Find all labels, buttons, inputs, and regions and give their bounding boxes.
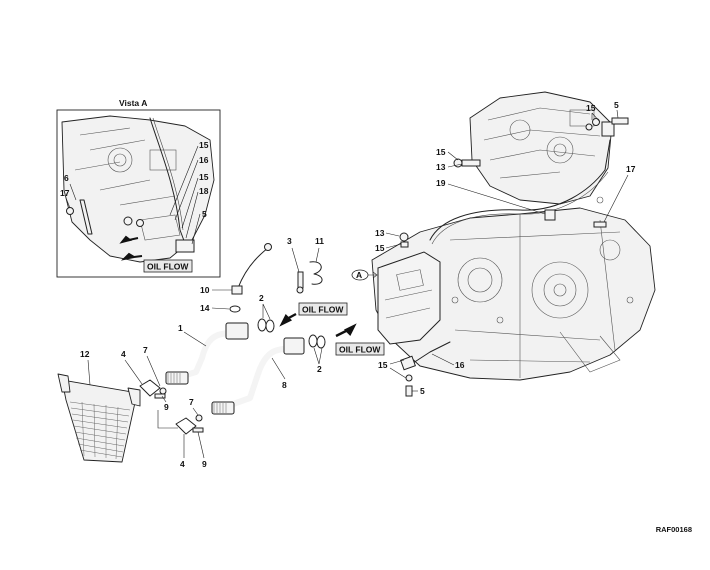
pipe-1 bbox=[165, 322, 249, 385]
engine-oil-hose bbox=[429, 139, 611, 241]
callout-7a: 7 bbox=[143, 345, 148, 355]
drawing-code: RAF00168 bbox=[655, 525, 692, 534]
bracket-left bbox=[139, 379, 161, 397]
oil-cooler bbox=[57, 373, 141, 463]
inset-callout-18: 18 bbox=[199, 186, 209, 196]
callout-11: 11 bbox=[315, 236, 324, 246]
callout-14: 14 bbox=[200, 303, 210, 313]
callout-13a: 13 bbox=[375, 228, 385, 238]
callout-17: 17 bbox=[626, 164, 636, 174]
inset-callout-16: 16 bbox=[199, 155, 209, 165]
inset-union-fitting bbox=[175, 239, 195, 253]
inset-arrow-2 bbox=[120, 252, 143, 261]
part-10-fitting bbox=[231, 285, 243, 295]
callout-7b: 7 bbox=[189, 397, 194, 407]
inset-title: Vista A bbox=[119, 98, 147, 108]
hose-clamp bbox=[544, 209, 556, 221]
callout-15-top: 15 bbox=[586, 103, 596, 113]
callout-8: 8 bbox=[282, 380, 287, 390]
callout-19: 19 bbox=[436, 178, 446, 188]
inset-oil-flow-box bbox=[143, 259, 193, 273]
callout-3: 3 bbox=[287, 236, 292, 246]
callout-13b: 13 bbox=[436, 162, 446, 172]
inset-callout-17: 17 bbox=[60, 188, 70, 198]
callout-15a: 15 bbox=[375, 243, 385, 253]
callout-2b: 2 bbox=[317, 364, 322, 374]
callout-5-top: 5 bbox=[614, 100, 619, 110]
inset-callout-15: 15 bbox=[199, 140, 209, 150]
top-bolt bbox=[611, 117, 629, 125]
part-11-clip bbox=[309, 261, 323, 285]
oil-flow-box-right bbox=[335, 342, 385, 356]
callout-16: 16 bbox=[455, 360, 465, 370]
view-marker-a: A bbox=[351, 269, 378, 281]
callout-12: 12 bbox=[80, 349, 90, 359]
inset-callout-5: 5 bbox=[202, 209, 207, 219]
pipe-8 bbox=[211, 337, 305, 415]
callout-15b: 15 bbox=[436, 147, 446, 157]
part-3-bolt bbox=[297, 271, 304, 289]
callout-15c: 15 bbox=[378, 360, 388, 370]
callout-9a: 9 bbox=[164, 402, 169, 412]
inset-callout-6: 6 bbox=[64, 173, 69, 183]
part-10-hose bbox=[237, 247, 269, 289]
top-banjo-fitting bbox=[601, 121, 615, 137]
callout-4a: 4 bbox=[121, 349, 126, 359]
callout-10: 10 bbox=[200, 285, 210, 295]
bracket-lower bbox=[175, 417, 197, 435]
inset-arrow-1 bbox=[119, 235, 139, 244]
callout-4b: 4 bbox=[180, 459, 185, 469]
callout-2a: 2 bbox=[259, 293, 264, 303]
flow-arrow-right bbox=[335, 323, 357, 338]
oil-flow-label-top: OIL FLOW bbox=[302, 305, 344, 315]
callout-9b: 9 bbox=[202, 459, 207, 469]
inset-bracket bbox=[79, 199, 93, 235]
flow-arrow-top bbox=[279, 312, 297, 327]
inset-oil-flow-label: OIL FLOW bbox=[147, 262, 189, 272]
view-marker-letter: A bbox=[356, 270, 362, 280]
lower-hose bbox=[409, 341, 451, 366]
inset-view-a: Vista A OIL FLOW 6 17 15 16 15 18 bbox=[56, 98, 221, 278]
callout-1: 1 bbox=[178, 323, 183, 333]
oil-flow-box-top bbox=[298, 302, 348, 316]
engine-assembly bbox=[371, 91, 656, 381]
oil-flow-label-right: OIL FLOW bbox=[339, 345, 381, 355]
inset-engine-sketch bbox=[61, 115, 215, 263]
inset-callout-15b: 15 bbox=[199, 172, 209, 182]
callout-5b: 5 bbox=[420, 386, 425, 396]
